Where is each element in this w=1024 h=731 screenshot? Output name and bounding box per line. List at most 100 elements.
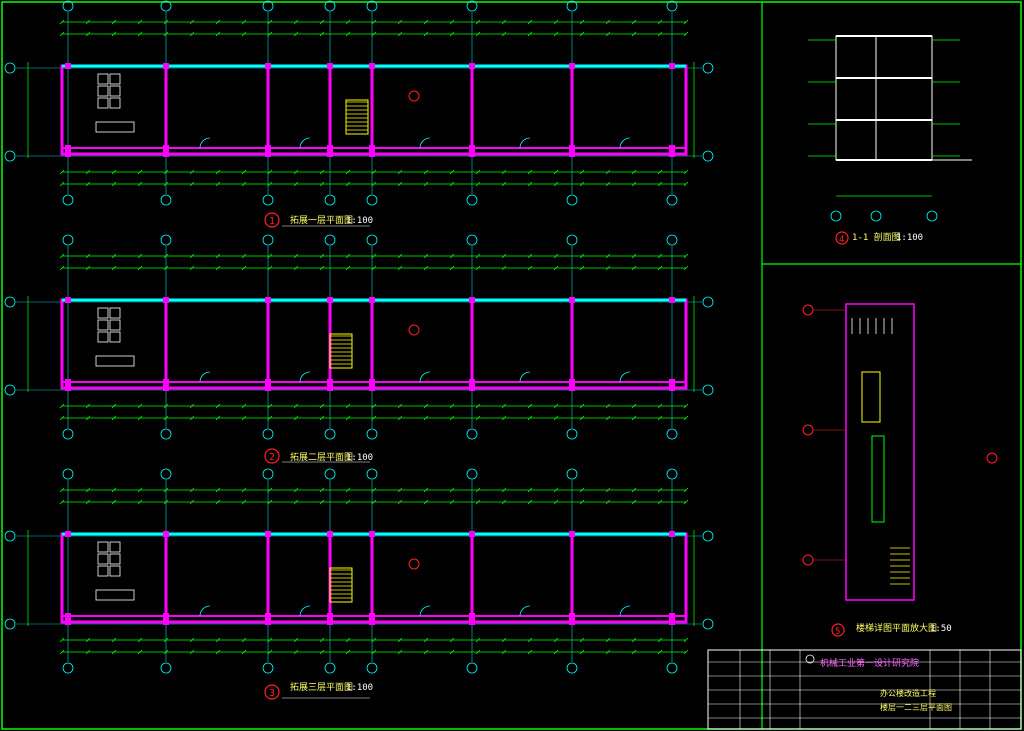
plan-1: 1 — [4, 0, 714, 228]
plan-2-scale: 1:100 — [346, 453, 374, 463]
dimension-tick — [163, 487, 169, 493]
grid-bubble — [62, 468, 74, 480]
column — [327, 145, 333, 151]
dimension-tick — [319, 487, 325, 493]
door-swing-icon — [619, 605, 631, 617]
dimension-tick — [553, 265, 559, 271]
dimension-tick — [501, 499, 507, 505]
column — [265, 379, 271, 385]
dimension-tick — [657, 31, 663, 37]
dimension-tick — [423, 169, 429, 175]
dimension-tick — [371, 403, 377, 409]
column — [369, 63, 375, 69]
dimension-tick — [267, 31, 273, 37]
plan-number-mark — [264, 448, 280, 464]
dimension-tick — [449, 499, 455, 505]
dimension-tick — [449, 265, 455, 271]
dimension-tick — [657, 181, 663, 187]
dimension-tick — [371, 265, 377, 271]
column — [163, 145, 169, 151]
dimension-tick — [475, 637, 481, 643]
dimension-tick — [137, 265, 143, 271]
column — [327, 385, 333, 391]
column — [369, 151, 375, 157]
dimension-tick — [215, 637, 221, 643]
dimension-tick — [605, 19, 611, 25]
dimension-tick — [553, 637, 559, 643]
dimension-tick — [293, 169, 299, 175]
dimension-tick — [657, 169, 663, 175]
dimension-tick — [605, 499, 611, 505]
grid-bubble — [62, 0, 74, 12]
dimension-tick — [345, 31, 351, 37]
dimension-tick — [553, 403, 559, 409]
door-swing-icon — [199, 371, 211, 383]
dimension-tick — [111, 415, 117, 421]
dimension-tick — [85, 415, 91, 421]
column — [163, 297, 169, 303]
dimension-tick — [189, 487, 195, 493]
column — [265, 619, 271, 625]
grid-bubble — [566, 662, 578, 674]
dimension-tick — [215, 181, 221, 187]
dimension-tick — [579, 19, 585, 25]
dimension-tick — [163, 169, 169, 175]
dimension-tick — [605, 253, 611, 259]
dimension-tick — [137, 403, 143, 409]
dimension-tick — [163, 181, 169, 187]
dimension-tick — [267, 19, 273, 25]
dimension-tick — [605, 169, 611, 175]
dimension-tick — [631, 649, 637, 655]
column — [469, 379, 475, 385]
dimension-tick — [683, 637, 689, 643]
dimension-tick — [267, 253, 273, 259]
toilet-stall — [109, 541, 121, 553]
dimension-tick — [267, 637, 273, 643]
column — [327, 531, 333, 537]
column — [569, 379, 575, 385]
dimension-tick — [683, 487, 689, 493]
dimension-tick — [293, 649, 299, 655]
dimension-tick — [163, 19, 169, 25]
section-mark-icon — [408, 90, 420, 102]
dimension-tick — [241, 253, 247, 259]
grid-bubble — [466, 428, 478, 440]
wash-basin-counter — [95, 589, 135, 601]
column — [669, 385, 675, 391]
column — [65, 619, 71, 625]
dimension-tick — [319, 31, 325, 37]
grid-bubble — [366, 428, 378, 440]
dimension-tick — [397, 265, 403, 271]
handrail — [871, 435, 885, 523]
dimension-tick — [397, 181, 403, 187]
dimension-tick — [267, 487, 273, 493]
dimension-tick — [553, 253, 559, 259]
dimension-tick — [501, 19, 507, 25]
dimension-tick — [111, 19, 117, 25]
column — [669, 145, 675, 151]
dimension-tick — [501, 637, 507, 643]
dimension-tick — [59, 637, 65, 643]
dimension-tick — [111, 181, 117, 187]
column — [669, 297, 675, 303]
dimension-tick — [423, 403, 429, 409]
dimension-tick — [423, 487, 429, 493]
column — [327, 297, 333, 303]
dimension-tick — [345, 499, 351, 505]
column — [65, 531, 71, 537]
dimension-tick — [553, 181, 559, 187]
dimension-tick — [371, 19, 377, 25]
dimension-tick — [527, 19, 533, 25]
grid-bubble — [324, 662, 336, 674]
dimension-tick — [319, 253, 325, 259]
grid-bubble — [262, 428, 274, 440]
column — [369, 385, 375, 391]
dimension-tick — [631, 169, 637, 175]
dimension-tick — [501, 31, 507, 37]
grid-bubble — [366, 0, 378, 12]
dimension-tick — [267, 169, 273, 175]
dimension-tick — [293, 253, 299, 259]
dimension-tick — [189, 169, 195, 175]
grid-bubble — [160, 0, 172, 12]
